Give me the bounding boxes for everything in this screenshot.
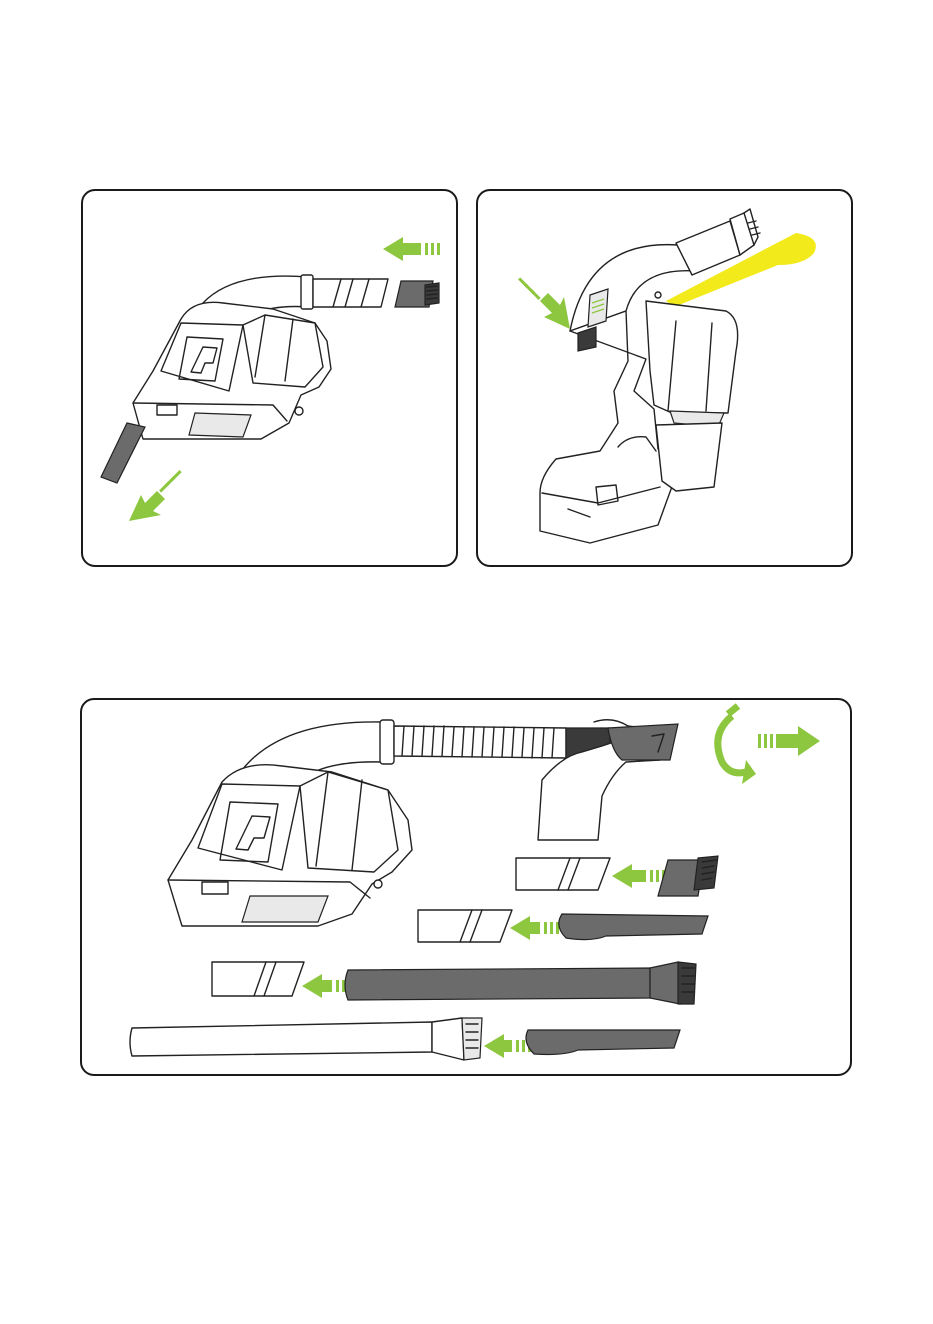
arrow-down-right-icon <box>518 277 570 329</box>
accessory-row-3 <box>212 962 696 1004</box>
vacuum-upright-illustration <box>478 191 853 567</box>
arrow-left-icon <box>383 237 440 261</box>
hose-end-nozzle <box>608 724 678 760</box>
brush-nozzle-icon <box>395 281 439 307</box>
crevice-nozzle <box>526 1030 680 1055</box>
vacuum-nozzle-illustration <box>83 191 458 567</box>
arrow-down-left-icon <box>129 470 182 521</box>
accessory-row-4 <box>130 1018 680 1060</box>
accessory-row-1 <box>516 856 718 896</box>
illustration-panel-remove-nozzle <box>81 189 458 567</box>
hose-collar <box>301 275 313 309</box>
illustration-panel-accessories <box>80 698 852 1076</box>
extension-tube <box>313 279 388 307</box>
crevice-nozzle <box>559 914 708 940</box>
crevice-nozzle <box>101 423 145 483</box>
arrow-left-icon <box>484 1034 531 1058</box>
arrow-left-icon <box>302 974 351 998</box>
illustration-panel-power-button-light <box>476 189 853 567</box>
arrow-left-icon <box>612 864 665 888</box>
brush-nozzle-icon <box>658 856 718 896</box>
handheld-vacuum-with-hose <box>168 720 412 926</box>
handheld-vacuum-body <box>133 302 331 439</box>
arrow-left-icon <box>510 916 559 940</box>
arrow-right-icon <box>758 726 820 756</box>
accessory-row-2 <box>418 910 708 942</box>
rotate-arrow-icon <box>718 706 756 784</box>
extension-tube <box>345 968 650 1000</box>
accessory-combinations-illustration <box>82 700 852 1076</box>
handheld-vacuum-upright-body <box>540 301 738 543</box>
